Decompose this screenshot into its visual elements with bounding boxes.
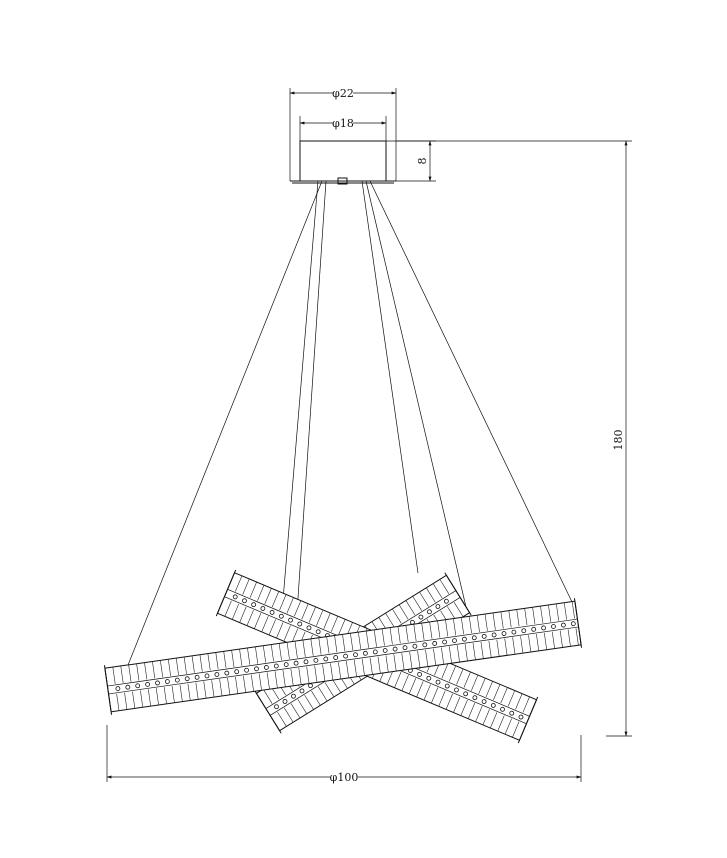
canopy-height-dimension: 8 [386,140,436,182]
total-height-label: 180 [612,430,625,451]
canopy-inner-diameter-label: φ18 [332,117,354,130]
ring-front-large [103,598,583,715]
canopy [290,140,396,185]
crystal-rings [103,569,583,744]
total-height-dimension: 180 [396,140,632,737]
canopy-height-label: 8 [416,158,429,165]
fixture-diameter-label: φ100 [330,771,359,784]
canopy-outer-dimension: φ22 [289,87,397,181]
canopy-outer-diameter-label: φ22 [332,87,354,100]
canopy-inner-dimension: φ18 [299,116,387,141]
fixture-diameter-dimension: φ100 [106,725,582,784]
suspension-cables [117,180,573,691]
